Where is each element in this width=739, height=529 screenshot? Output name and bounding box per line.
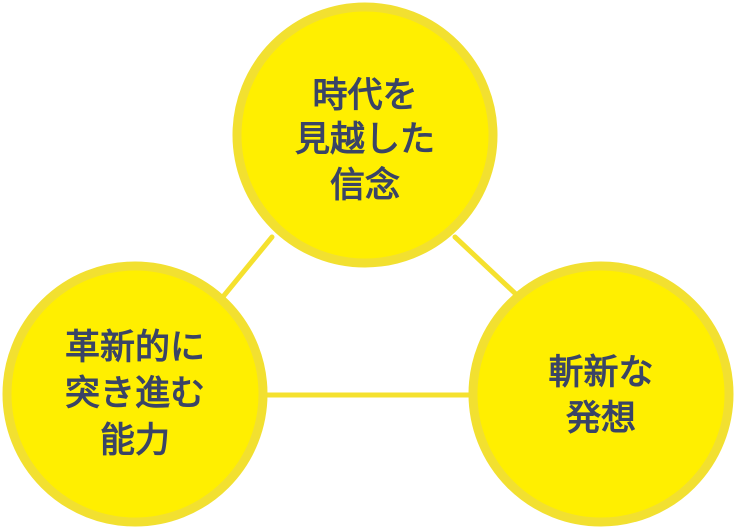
node-right: 斬新な 発想	[468, 261, 734, 527]
node-right-line-2: 発想	[565, 399, 636, 439]
node-left-circle	[2, 261, 268, 527]
node-top-line-3: 信念	[330, 165, 400, 206]
node-left-line-1: 革新的に	[65, 328, 205, 368]
node-top-line-2: 見越した	[295, 120, 435, 160]
node-right-circle	[468, 261, 734, 527]
node-top-circle	[232, 2, 498, 268]
node-left-line-3: 能力	[100, 421, 170, 461]
node-top: 時代を 見越した 信念	[232, 2, 498, 268]
node-left-line-2: 突き進む	[65, 374, 205, 414]
node-left: 革新的に 突き進む 能力	[2, 261, 268, 527]
node-right-line-1: 斬新な	[548, 353, 653, 393]
connector-top-left	[219, 234, 275, 301]
node-top-line-1: 時代を	[312, 76, 417, 116]
connector-top-right	[452, 234, 523, 301]
